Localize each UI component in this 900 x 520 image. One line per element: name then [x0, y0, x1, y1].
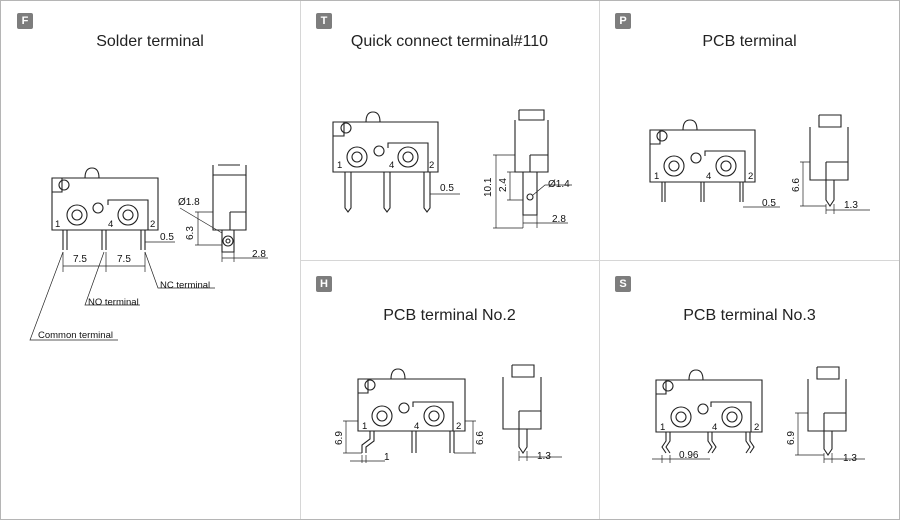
panel-title: Quick connect terminal#110: [350, 33, 549, 50]
dim-pitch-2: 7.5: [117, 254, 131, 265]
pin-label-2: 2: [748, 171, 753, 182]
panel-quick-connect-terminal: T Quick connect terminal#110: [300, 0, 599, 260]
pcb-terminal-drawing: 0.5 6.6 1.3 1 4 2: [649, 114, 870, 214]
pin-label-2: 2: [754, 422, 759, 433]
panel-pcb-terminal-no3: S PCB terminal No.3 0.96 6.9 1: [600, 261, 899, 519]
pcb-terminal-no2-drawing: 6.9 1 6.6 1.3 1 4 2: [334, 364, 562, 463]
dim-height: 6.6: [791, 178, 802, 192]
callout-no-terminal: NO terminal: [88, 297, 139, 308]
dim-side-width: 1.3: [843, 453, 857, 464]
callout-common-terminal: Common terminal: [38, 330, 113, 341]
dim-side-width: 1.3: [844, 200, 858, 211]
pin-label-1: 1: [660, 422, 665, 433]
dim-pitch-1: 7.5: [73, 254, 87, 265]
pcb-terminal-no3-drawing: 0.96 6.9 1.3 1 4 2: [652, 366, 865, 464]
dim-pin-thickness: 0.5: [160, 232, 174, 243]
dim-pin-thickness: 0.5: [762, 198, 776, 209]
pin-label-1: 1: [55, 219, 60, 230]
dim-pin-thickness: 0.5: [440, 183, 454, 194]
dim-hole-diameter: Ø1.4: [548, 179, 570, 190]
panel-title: PCB terminal No.2: [383, 307, 516, 324]
solder-terminal-drawing: 7.5 7.5 0.5 Ø1.8 6.3 2.8 1 4 2 NC termin…: [29, 164, 268, 341]
pin-label-4: 4: [712, 422, 717, 433]
panel-pcb-terminal: P PCB terminal 0.5 6.6 1.3: [600, 0, 899, 260]
divider-horizontal: [301, 260, 899, 261]
dim-hole-diameter: Ø1.8: [178, 197, 200, 208]
panel-title: PCB terminal No.3: [683, 307, 816, 324]
pin-label-4: 4: [108, 219, 113, 230]
pin-label-1: 1: [337, 160, 342, 171]
dim-height: 6.3: [185, 226, 196, 240]
panel-badge: F: [17, 13, 33, 29]
dim-hole-offset: 2.4: [498, 178, 509, 192]
pin-label-4: 4: [414, 421, 419, 432]
dim-side-width: 2.8: [252, 249, 266, 260]
panel-badge: H: [316, 276, 332, 292]
dim-tab-width: 2.8: [552, 214, 566, 225]
pin-label-1: 1: [362, 421, 367, 432]
panel-badge: T: [316, 13, 332, 29]
pin-label-2: 2: [150, 219, 155, 230]
pin-label-4: 4: [389, 160, 394, 171]
divider-vertical-left: [300, 1, 301, 519]
callout-nc-terminal: NC terminal: [160, 280, 210, 291]
pin-label-2: 2: [429, 160, 434, 171]
panel-title: Solder terminal: [96, 33, 204, 50]
pin-label-1: 1: [654, 171, 659, 182]
dim-height: 6.9: [786, 431, 797, 445]
dim-pin-bend: 1: [384, 452, 390, 463]
panel-badge: S: [615, 276, 631, 292]
dim-height-left: 6.9: [334, 431, 345, 445]
dim-height-right: 6.6: [475, 431, 486, 445]
pin-label-2: 2: [456, 421, 461, 432]
quick-connect-drawing: 0.5 10.1 2.4 Ø1.4 2.8 1 4 2: [332, 109, 572, 229]
panel-badge: P: [615, 13, 631, 29]
panel-pcb-terminal-no2: H PCB terminal No.2 6.9 1: [300, 261, 599, 519]
panel-solder-terminal: F Solder terminal: [0, 0, 300, 520]
dim-side-width: 1.3: [537, 451, 551, 462]
panel-title: PCB terminal: [702, 33, 797, 50]
dim-pin-offset: 0.96: [679, 450, 699, 461]
pin-label-4: 4: [706, 171, 711, 182]
dim-total-height: 10.1: [483, 177, 494, 197]
